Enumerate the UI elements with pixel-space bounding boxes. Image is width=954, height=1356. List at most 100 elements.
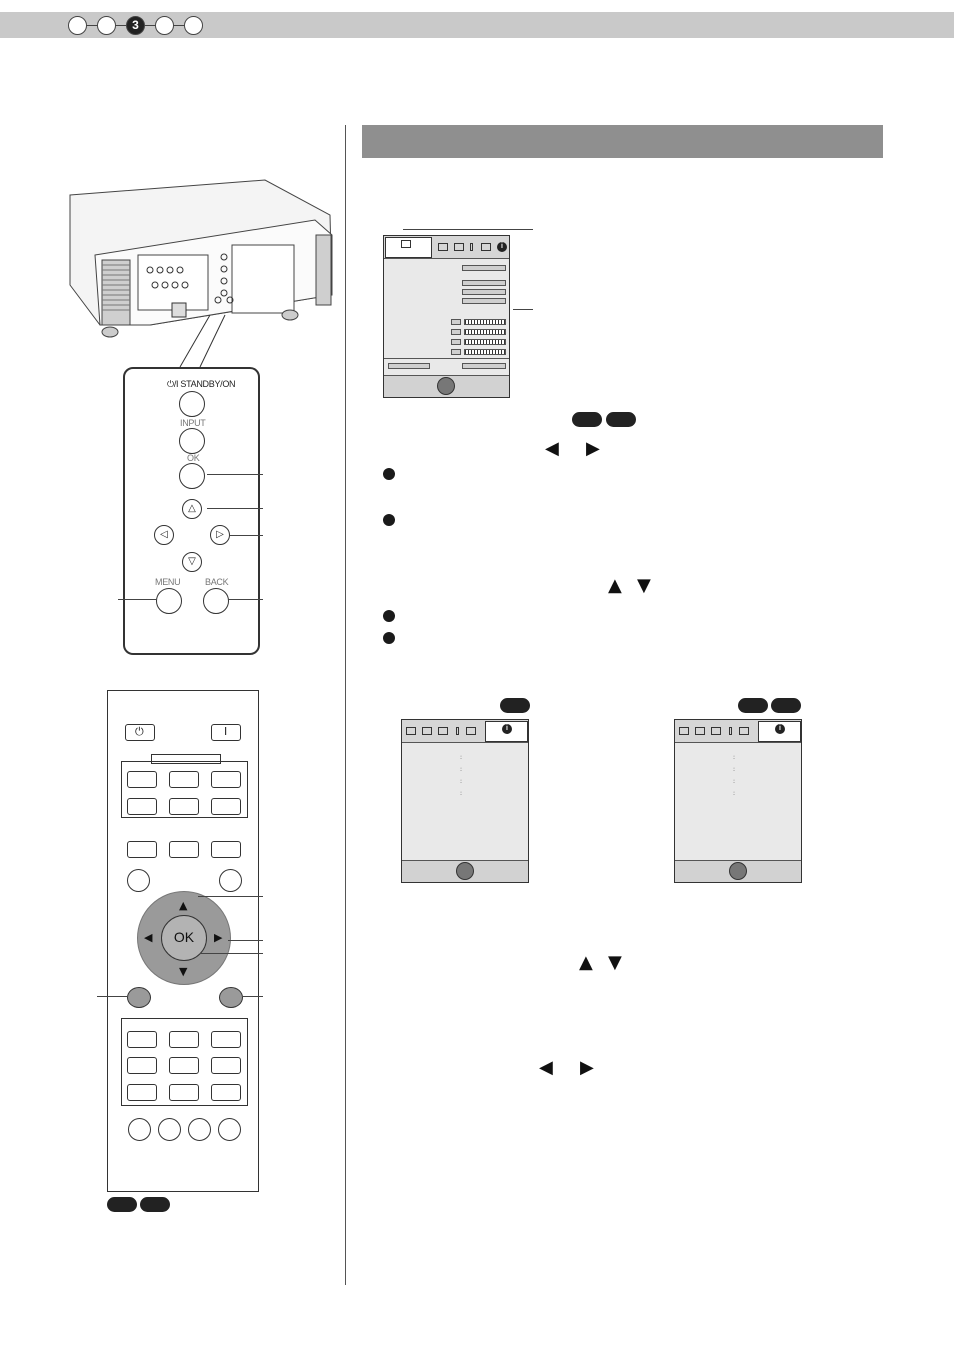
osd-slider-4-chip bbox=[451, 349, 461, 355]
function-button-1[interactable] bbox=[127, 841, 157, 858]
info-1-sep-3: : bbox=[460, 778, 463, 785]
mode-button-1[interactable] bbox=[127, 1031, 157, 1048]
projector-illustration bbox=[69, 179, 333, 368]
osd-slider-3 bbox=[464, 339, 506, 345]
function-icon bbox=[466, 727, 476, 735]
menu-button[interactable] bbox=[156, 588, 182, 614]
info-2-sep-2: : bbox=[733, 766, 736, 773]
remote-on-button[interactable]: I bbox=[211, 724, 241, 741]
model-badge-1 bbox=[107, 1197, 137, 1212]
step-1 bbox=[68, 16, 87, 35]
osd-row-3-value bbox=[462, 289, 506, 295]
callout-remote-ok bbox=[200, 953, 263, 954]
down-button[interactable]: ▽ bbox=[182, 552, 202, 572]
standby-button[interactable] bbox=[179, 391, 205, 417]
osd-row-4-value bbox=[462, 298, 506, 304]
on-icon: I bbox=[224, 725, 228, 738]
remote-standby-button[interactable]: ⏻ bbox=[125, 724, 155, 741]
function-button-2[interactable] bbox=[169, 841, 199, 858]
mode-button-7[interactable] bbox=[127, 1084, 157, 1101]
bullet-4 bbox=[383, 632, 395, 644]
bottom-round-button-1[interactable] bbox=[128, 1118, 151, 1141]
osd-info-2-selected-tab[interactable]: i bbox=[758, 721, 801, 742]
callout-remote-up bbox=[198, 896, 263, 897]
section-heading-bar bbox=[362, 125, 883, 158]
osd-slider-3-chip bbox=[451, 339, 461, 345]
osd-footer bbox=[384, 375, 509, 397]
input-button-5[interactable] bbox=[169, 798, 199, 815]
mode-button-9[interactable] bbox=[211, 1084, 241, 1101]
remote-menu-button[interactable] bbox=[127, 987, 151, 1008]
input-button-2[interactable] bbox=[169, 771, 199, 788]
osd-separator bbox=[384, 358, 509, 359]
picture-adjust-icon bbox=[401, 240, 411, 248]
bottom-round-button-4[interactable] bbox=[218, 1118, 241, 1141]
osd-slider-1 bbox=[464, 319, 506, 325]
mode-button-5[interactable] bbox=[169, 1057, 199, 1074]
left-arrow-icon: ◀ bbox=[545, 438, 559, 459]
settings-icon bbox=[456, 727, 459, 735]
down-arrow-icon: ▼ bbox=[637, 575, 651, 596]
ok-button[interactable] bbox=[179, 463, 205, 489]
input-button-3[interactable] bbox=[211, 771, 241, 788]
picture-adjust-icon bbox=[406, 727, 416, 735]
mode-button-3[interactable] bbox=[211, 1031, 241, 1048]
bottom-round-button-2[interactable] bbox=[158, 1118, 181, 1141]
dpad-down-icon[interactable]: ▼ bbox=[179, 965, 188, 978]
callout-remote-back bbox=[243, 996, 263, 997]
osd-info-2-tab-bar: i bbox=[675, 720, 801, 743]
info-2-sep-3: : bbox=[733, 778, 736, 785]
bottom-round-button-3[interactable] bbox=[188, 1118, 211, 1141]
input-button-1[interactable] bbox=[127, 771, 157, 788]
function-button-3[interactable] bbox=[211, 841, 241, 858]
osd-slider-4 bbox=[464, 349, 506, 355]
mode-button-8[interactable] bbox=[169, 1084, 199, 1101]
info-2-sep-1: : bbox=[733, 754, 736, 761]
information-icon: i bbox=[775, 724, 785, 734]
input-group-label bbox=[151, 754, 221, 764]
right-arrow-icon: ▶ bbox=[586, 438, 600, 459]
osd-slider-2 bbox=[464, 329, 506, 335]
dpad-up-icon[interactable]: ▲ bbox=[179, 899, 188, 912]
round-button-left[interactable] bbox=[127, 869, 150, 892]
callout-right bbox=[230, 535, 263, 536]
osd-row-1-value bbox=[462, 265, 506, 271]
osd-info-1-selected-tab[interactable]: i bbox=[485, 721, 528, 742]
projector-control-panel: ⏻/I STANDBY/ON INPUT OK △ ◁ ▷ ▽ MENU BAC… bbox=[123, 367, 260, 655]
osd-slider-2-chip bbox=[451, 329, 461, 335]
ok-label: OK bbox=[187, 453, 200, 463]
remote-back-button[interactable] bbox=[219, 987, 243, 1008]
round-button-right[interactable] bbox=[219, 869, 242, 892]
right-button[interactable]: ▷ bbox=[210, 525, 230, 545]
picture-mode-group-frame bbox=[121, 1018, 248, 1106]
callout-osd-tab bbox=[403, 229, 533, 230]
mode-button-4[interactable] bbox=[127, 1057, 157, 1074]
back-label: BACK bbox=[205, 577, 229, 587]
osd-info-2-footer bbox=[675, 860, 801, 882]
callout-back bbox=[228, 599, 263, 600]
left-button[interactable]: ◁ bbox=[154, 525, 174, 545]
input-group-frame bbox=[121, 761, 248, 818]
function-icon bbox=[481, 243, 491, 251]
osd-info-screen-1: i : : : : bbox=[401, 719, 529, 883]
mode-button-6[interactable] bbox=[211, 1057, 241, 1074]
mode-button-2[interactable] bbox=[169, 1031, 199, 1048]
bullet-3 bbox=[383, 610, 395, 622]
back-button[interactable] bbox=[203, 588, 229, 614]
remote-ok-button[interactable]: OK bbox=[161, 915, 207, 961]
model-badge-3 bbox=[572, 412, 602, 427]
input-signal-icon bbox=[695, 727, 705, 735]
input-button-6[interactable] bbox=[211, 798, 241, 815]
dpad-right-icon[interactable]: ▶ bbox=[214, 931, 223, 944]
installation-icon bbox=[454, 243, 464, 251]
input-button-4[interactable] bbox=[127, 798, 157, 815]
osd-navigation-wheel-icon bbox=[729, 862, 747, 880]
input-button[interactable] bbox=[179, 428, 205, 454]
up-button[interactable]: △ bbox=[182, 499, 202, 519]
callout-menu bbox=[118, 599, 156, 600]
info-1-sep-4: : bbox=[460, 790, 463, 797]
info-1-sep-2: : bbox=[460, 766, 463, 773]
osd-tab-bar: i bbox=[384, 236, 509, 259]
dpad-left-icon[interactable]: ◀ bbox=[144, 931, 153, 944]
osd-menu-screen: i bbox=[383, 235, 510, 398]
